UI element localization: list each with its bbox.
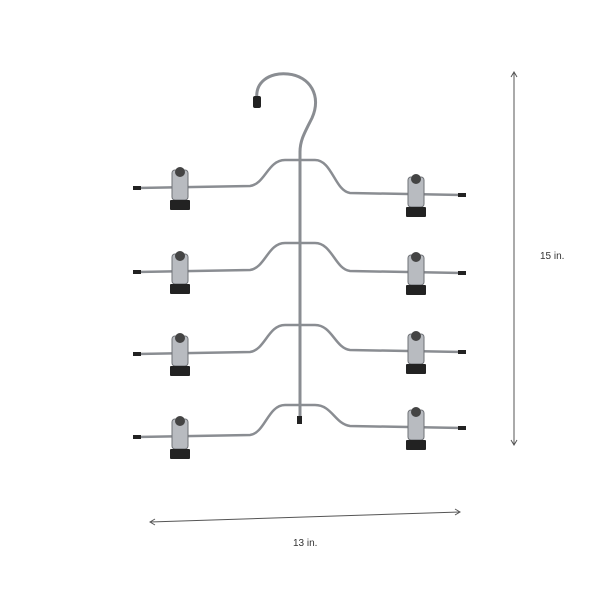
- tier-bar: [136, 323, 463, 356]
- height-label: 15 in.: [540, 251, 565, 262]
- right-clip: [406, 174, 426, 217]
- clip-spring: [411, 174, 421, 184]
- clip-pad: [170, 449, 190, 459]
- rod-tip-cap: [297, 416, 302, 424]
- clip-spring: [411, 407, 421, 417]
- clip-pad: [406, 207, 426, 217]
- hanger-tier: [133, 241, 466, 295]
- tier-bar: [136, 158, 463, 197]
- bar-end-cap: [458, 426, 466, 430]
- right-clip: [406, 252, 426, 295]
- left-clip: [170, 167, 190, 210]
- tier-bar: [136, 241, 463, 275]
- tier-bar: [136, 403, 463, 439]
- bar-end-cap: [133, 352, 141, 356]
- hanger-tier: [133, 403, 466, 459]
- bar-end-cap: [133, 435, 141, 439]
- hanger-hook: [255, 72, 318, 422]
- right-clip: [406, 407, 426, 450]
- right-clip: [406, 331, 426, 374]
- bar-end-cap: [133, 270, 141, 274]
- hanger-tier: [133, 158, 466, 217]
- width-label: 13 in.: [293, 538, 318, 549]
- clip-pad: [406, 440, 426, 450]
- bar-end-cap: [458, 193, 466, 197]
- clip-spring: [175, 416, 185, 426]
- clip-spring: [411, 252, 421, 262]
- height-dimension-line: [510, 71, 518, 446]
- width-dimension-line: [149, 508, 461, 526]
- hanger-tier: [133, 323, 466, 376]
- left-clip: [170, 416, 190, 459]
- clip-pad: [170, 200, 190, 210]
- clip-pad: [406, 285, 426, 295]
- clip-spring: [175, 333, 185, 343]
- clip-pad: [406, 364, 426, 374]
- bar-end-cap: [458, 271, 466, 275]
- left-clip: [170, 333, 190, 376]
- bar-end-cap: [133, 186, 141, 190]
- clip-pad: [170, 284, 190, 294]
- clip-pad: [170, 366, 190, 376]
- left-clip: [170, 251, 190, 294]
- hook-tip-cap: [253, 96, 261, 108]
- clip-spring: [411, 331, 421, 341]
- clip-spring: [175, 251, 185, 261]
- bar-end-cap: [458, 350, 466, 354]
- clip-spring: [175, 167, 185, 177]
